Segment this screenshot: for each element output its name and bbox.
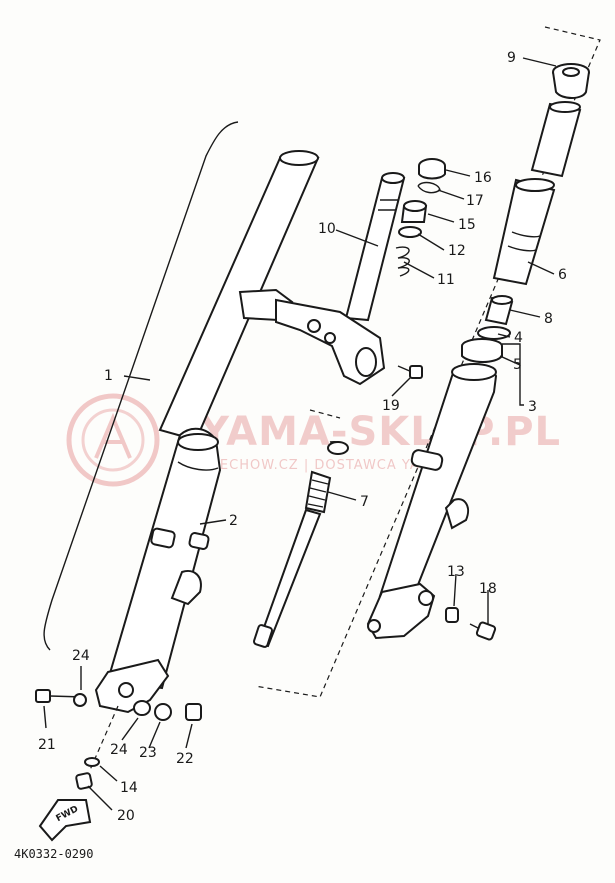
watermark-title: YAMA-SKLEP.PL (199, 409, 561, 455)
callout-6: 6 (558, 267, 567, 283)
callout-18: 18 (479, 581, 497, 597)
gasket-14 (84, 757, 100, 767)
callout-17: 17 (466, 193, 484, 209)
callout-numbers: 1 2 3 4 5 6 7 8 9 10 11 12 13 14 15 16 1… (38, 50, 567, 824)
nut-13 (445, 607, 459, 623)
callout-16: 16 (474, 170, 492, 186)
callout-2: 2 (229, 513, 238, 529)
bolt-18 (469, 621, 497, 641)
rebound-spring-upper (327, 440, 349, 455)
callout-20: 20 (117, 808, 135, 824)
tube-cover-upper (530, 101, 582, 178)
callout-23: 23 (139, 745, 157, 761)
watermark-subtitle: CIECHOW.CZ | DOSTAWCA YAMAHA (205, 458, 463, 473)
callout-14: 14 (120, 780, 138, 796)
clip-17 (417, 181, 441, 194)
callout-4: 4 (514, 330, 523, 346)
callout-19: 19 (382, 398, 400, 414)
watermark: YAMA-SKLEP.PL CIECHOW.CZ | DOSTAWCA YAMA… (66, 393, 561, 487)
callout-9: 9 (507, 50, 516, 66)
collar-8 (484, 295, 514, 326)
ring-12 (398, 226, 422, 238)
callout-22: 22 (176, 751, 194, 767)
callout-7: 7 (360, 494, 369, 510)
clip-4 (477, 326, 511, 340)
bolt-19 (397, 365, 423, 379)
callout-5: 5 (513, 357, 522, 373)
callout-1: 1 (104, 368, 113, 384)
callout-11: 11 (437, 272, 455, 288)
tube-cover-6 (492, 178, 556, 286)
spring-7 (253, 470, 332, 648)
oil-seal-5 (461, 338, 503, 363)
leader-lines (43, 57, 557, 811)
callout-24-lower: 24 (110, 742, 128, 758)
exploded-box (254, 26, 601, 698)
callout-15: 15 (458, 217, 476, 233)
collar-15 (400, 200, 428, 223)
watermark-logo (66, 393, 160, 487)
right-outer-tube-3 (366, 363, 498, 640)
fwd-arrow: FWD (38, 799, 92, 842)
drain-bolt-20 (75, 772, 93, 790)
callout-10: 10 (318, 221, 336, 237)
callout-13: 13 (447, 564, 465, 580)
seat-cap-16 (418, 158, 446, 180)
callout-21: 21 (38, 737, 56, 753)
callout-12: 12 (448, 243, 466, 259)
cap-9 (552, 63, 590, 99)
reference-code: 4K0332-0290 (14, 847, 93, 861)
spring-11 (395, 246, 410, 277)
washer-24-lower (133, 700, 151, 716)
callout-8: 8 (544, 311, 553, 327)
cap-nut-22 (185, 703, 202, 721)
callout-3: 3 (528, 399, 537, 415)
left-fork-tube (158, 150, 320, 442)
nut-23 (154, 703, 172, 721)
assembly-bracket (43, 121, 239, 651)
callout-24-upper: 24 (72, 648, 90, 664)
damper-rod-10 (344, 172, 406, 322)
under-bracket (275, 298, 386, 386)
washer-24-left (73, 693, 87, 707)
